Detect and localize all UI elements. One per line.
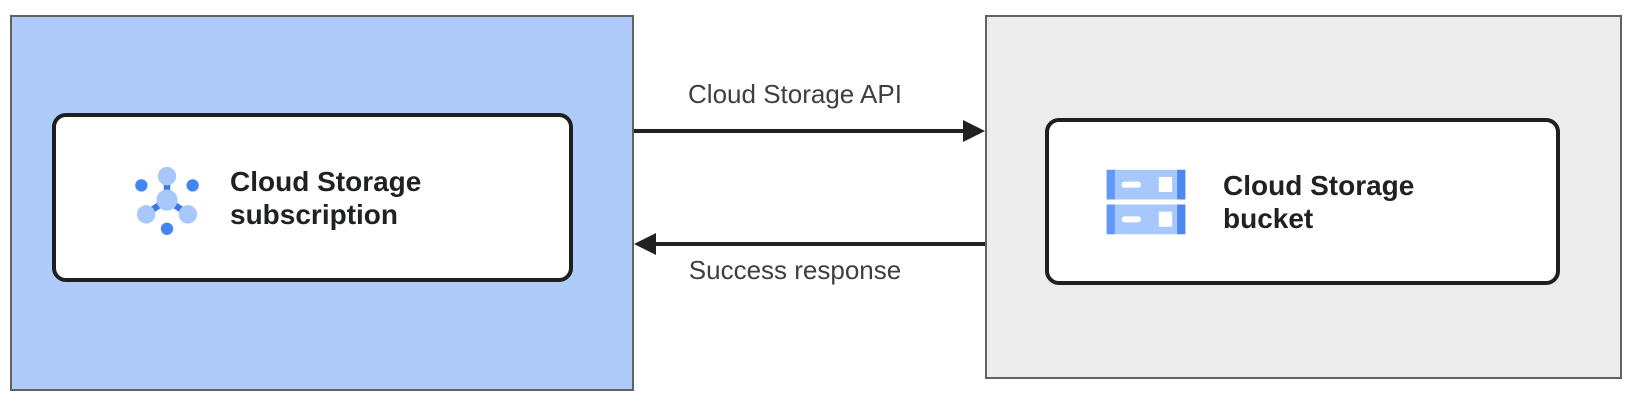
subscription-zone: Cloud Storage subscription [10, 15, 634, 391]
request-arrowhead-icon [963, 120, 985, 142]
response-arrowhead-icon [634, 233, 656, 255]
bucket-label-line2: bucket [1223, 202, 1314, 234]
response-arrow-line [654, 242, 985, 246]
cloud-storage-bucket-icon [1106, 169, 1186, 234]
cloud-storage-subscription-node: Cloud Storage subscription [52, 113, 573, 282]
subscription-label-line2: subscription [230, 198, 399, 230]
request-arrow-line [634, 129, 965, 133]
response-arrow-label: Success response [688, 255, 902, 285]
bucket-node-label: Cloud Storage bucket [1223, 169, 1414, 235]
request-arrow-label: Cloud Storage API [688, 79, 902, 109]
pubsub-subscription-icon [135, 166, 199, 235]
bucket-label-line1: Cloud Storage [1223, 169, 1415, 201]
cloud-storage-bucket-node: Cloud Storage bucket [1045, 118, 1560, 285]
bucket-zone: Cloud Storage bucket [985, 15, 1622, 379]
subscription-node-label: Cloud Storage subscription [230, 165, 421, 231]
subscription-label-line1: Cloud Storage [230, 165, 422, 197]
